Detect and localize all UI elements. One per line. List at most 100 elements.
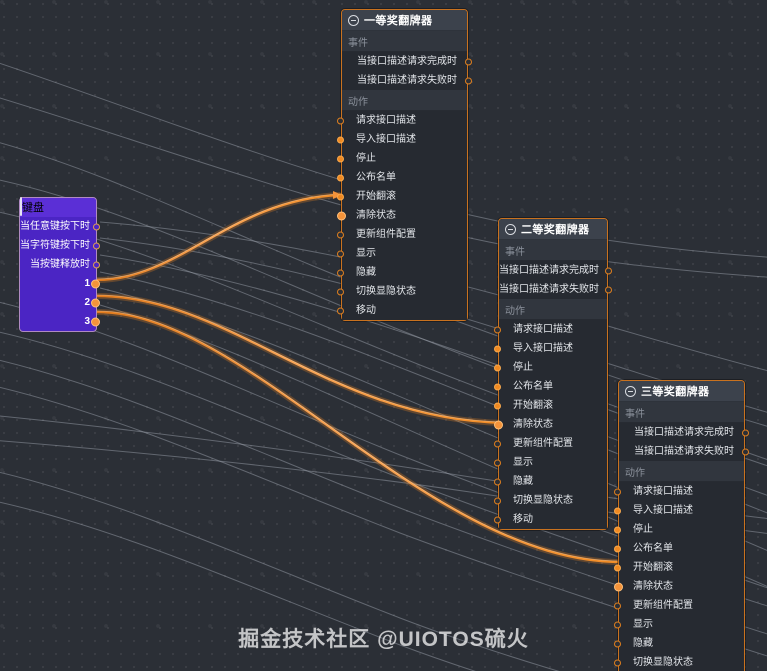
- action-port[interactable]: [494, 478, 501, 485]
- keyboard-output-port[interactable]: [91, 317, 100, 326]
- action-row[interactable]: 更新组件配置: [494, 434, 607, 453]
- action-port[interactable]: [614, 507, 621, 514]
- action-row[interactable]: 移动: [494, 510, 607, 529]
- node-keyboard-header[interactable]: 键盘: [20, 197, 96, 217]
- action-row[interactable]: 切换显隐状态: [494, 491, 607, 510]
- keyboard-event-port[interactable]: [93, 242, 100, 249]
- action-row[interactable]: 公布名单: [614, 539, 744, 558]
- action-port[interactable]: [614, 602, 621, 609]
- keyboard-output-port[interactable]: [91, 298, 100, 307]
- action-row[interactable]: 隐藏: [337, 263, 467, 282]
- node-first-prize-header[interactable]: 一等奖翻牌器: [342, 10, 467, 31]
- node-keyboard[interactable]: 键盘 当任意键按下时 当字符键按下时 当按键释放时 1 2 3: [19, 197, 100, 332]
- event-row[interactable]: 当接口描述请求失败时: [619, 442, 749, 461]
- action-port[interactable]: [614, 545, 621, 552]
- event-row[interactable]: 当接口描述请求失败时: [342, 71, 472, 90]
- node-second-prize-header[interactable]: 二等奖翻牌器: [499, 219, 607, 240]
- action-row[interactable]: 显示: [494, 453, 607, 472]
- keyboard-event-row[interactable]: 当按键释放时: [20, 255, 100, 274]
- action-row[interactable]: 导入接口描述: [494, 339, 607, 358]
- event-port[interactable]: [605, 286, 612, 293]
- action-port[interactable]: [614, 488, 621, 495]
- action-row[interactable]: 隐藏: [494, 472, 607, 491]
- event-row[interactable]: 当接口描述请求完成时: [342, 52, 472, 71]
- action-port[interactable]: [337, 288, 344, 295]
- keyboard-event-row[interactable]: 当字符键按下时: [20, 236, 100, 255]
- action-row[interactable]: 开始翻滚: [494, 396, 607, 415]
- event-row[interactable]: 当接口描述请求失败时: [499, 280, 612, 299]
- action-port[interactable]: [337, 117, 344, 124]
- action-port-connected[interactable]: [614, 582, 623, 591]
- action-port[interactable]: [337, 155, 344, 162]
- action-port[interactable]: [494, 402, 501, 409]
- action-port[interactable]: [494, 516, 501, 523]
- action-row[interactable]: 显示: [614, 615, 744, 634]
- keyboard-output-row[interactable]: 1: [20, 274, 100, 293]
- action-row[interactable]: 开始翻滚: [337, 187, 467, 206]
- action-row[interactable]: 切换显隐状态: [337, 282, 467, 301]
- action-port-connected[interactable]: [494, 420, 503, 429]
- node-third-prize-header[interactable]: 三等奖翻牌器: [619, 381, 744, 402]
- action-row[interactable]: 开始翻滚: [614, 558, 744, 577]
- keyboard-output-port[interactable]: [91, 279, 100, 288]
- action-row[interactable]: 公布名单: [337, 168, 467, 187]
- event-port[interactable]: [465, 77, 472, 84]
- action-port[interactable]: [494, 364, 501, 371]
- action-row[interactable]: 请求接口描述: [494, 320, 607, 339]
- action-row[interactable]: 更新组件配置: [614, 596, 744, 615]
- action-row[interactable]: 显示: [337, 244, 467, 263]
- action-row[interactable]: 更新组件配置: [337, 225, 467, 244]
- action-port[interactable]: [614, 526, 621, 533]
- action-port[interactable]: [337, 231, 344, 238]
- event-row[interactable]: 当接口描述请求完成时: [499, 261, 612, 280]
- action-port[interactable]: [494, 345, 501, 352]
- action-row[interactable]: 导入接口描述: [337, 130, 467, 149]
- node-first-prize[interactable]: 一等奖翻牌器 事件 当接口描述请求完成时 当接口描述请求失败时 动作 请求接口描…: [337, 9, 472, 321]
- node-third-prize[interactable]: 三等奖翻牌器 事件 当接口描述请求完成时 当接口描述请求失败时 动作 请求接口描…: [614, 380, 749, 671]
- action-row-connected[interactable]: 清除状态: [494, 415, 607, 434]
- action-port[interactable]: [494, 383, 501, 390]
- keyboard-event-port[interactable]: [93, 261, 100, 268]
- action-row[interactable]: 公布名单: [494, 377, 607, 396]
- keyboard-output-row[interactable]: 2: [20, 293, 100, 312]
- action-row-connected[interactable]: 清除状态: [337, 206, 467, 225]
- action-row[interactable]: 停止: [614, 520, 744, 539]
- keyboard-output-row[interactable]: 3: [20, 312, 100, 331]
- action-port[interactable]: [614, 564, 621, 571]
- action-row[interactable]: 请求接口描述: [614, 482, 744, 501]
- action-port[interactable]: [614, 659, 621, 666]
- collapse-icon[interactable]: [505, 223, 516, 235]
- action-port[interactable]: [494, 326, 501, 333]
- action-port[interactable]: [614, 640, 621, 647]
- action-row[interactable]: 隐藏: [614, 634, 744, 653]
- event-port[interactable]: [742, 448, 749, 455]
- action-port[interactable]: [337, 269, 344, 276]
- action-port[interactable]: [337, 193, 344, 200]
- action-row[interactable]: 移动: [337, 301, 467, 320]
- action-row[interactable]: 切换显隐状态: [614, 653, 744, 671]
- action-port[interactable]: [337, 174, 344, 181]
- action-port-connected[interactable]: [337, 211, 346, 220]
- action-port[interactable]: [494, 497, 501, 504]
- action-port[interactable]: [494, 440, 501, 447]
- event-port[interactable]: [742, 429, 749, 436]
- event-row[interactable]: 当接口描述请求完成时: [619, 423, 749, 442]
- action-port[interactable]: [337, 136, 344, 143]
- action-port[interactable]: [614, 621, 621, 628]
- action-row[interactable]: 导入接口描述: [614, 501, 744, 520]
- keyboard-event-port[interactable]: [93, 223, 100, 230]
- action-port[interactable]: [337, 250, 344, 257]
- action-row[interactable]: 停止: [494, 358, 607, 377]
- collapse-icon[interactable]: [625, 385, 636, 397]
- action-row[interactable]: 请求接口描述: [337, 111, 467, 130]
- action-port[interactable]: [494, 459, 501, 466]
- keyboard-event-row[interactable]: 当任意键按下时: [20, 217, 100, 236]
- event-port[interactable]: [605, 267, 612, 274]
- action-row[interactable]: 停止: [337, 149, 467, 168]
- action-row-connected[interactable]: 清除状态: [614, 577, 744, 596]
- event-port[interactable]: [465, 58, 472, 65]
- action-port[interactable]: [337, 307, 344, 314]
- node-second-prize[interactable]: 二等奖翻牌器 事件 当接口描述请求完成时 当接口描述请求失败时 动作 请求接口描…: [494, 218, 612, 530]
- collapse-icon[interactable]: [348, 14, 359, 26]
